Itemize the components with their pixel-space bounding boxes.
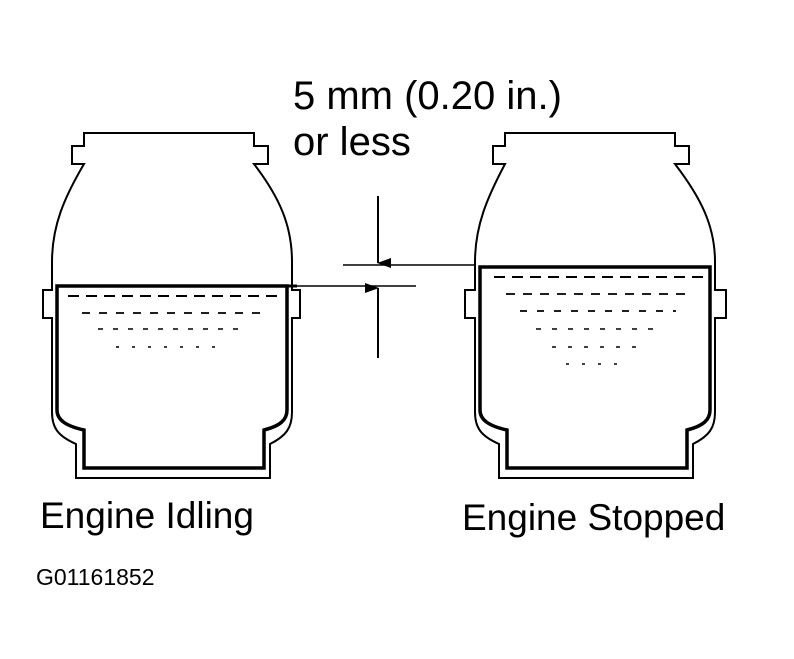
engine-stopped-label: Engine Stopped	[462, 497, 726, 538]
engine-idling-label: Engine Idling	[40, 495, 254, 536]
figure-id: G01161852	[36, 564, 155, 590]
stopped-fluid-dashes	[494, 276, 704, 365]
reservoir-idling-outline	[42, 132, 301, 479]
idling-fluid-dashes	[68, 295, 282, 348]
reservoir-idling	[42, 132, 301, 479]
spec-tolerance-line1: 5 mm (0.20 in.)	[293, 74, 562, 118]
reservoir-stopped	[464, 132, 727, 479]
level-difference-dimension	[297, 196, 476, 358]
spec-tolerance-line2: or less	[293, 120, 411, 164]
reservoir-stopped-outline	[464, 132, 727, 479]
reservoir-idling-fluid-chamber	[55, 284, 289, 470]
reservoir-stopped-fluid-chamber	[478, 265, 712, 470]
